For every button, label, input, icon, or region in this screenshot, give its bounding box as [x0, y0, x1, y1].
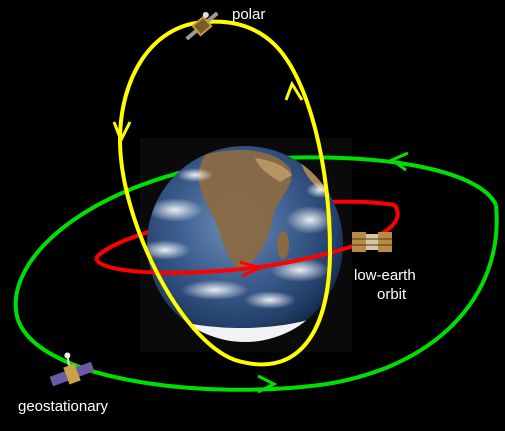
satellite-icon — [49, 352, 95, 387]
polar-orbit-arrow-up — [284, 80, 304, 101]
low-earth-label-line2: orbit — [377, 286, 407, 303]
polar-orbit-arrow-down — [112, 121, 132, 144]
geostationary-orbit-arrow-right — [257, 374, 278, 394]
low-earth-label-line1: low-earth — [354, 267, 416, 284]
polar-label: polar — [232, 6, 265, 23]
geostationary-orbit-arrow-left — [388, 151, 409, 172]
low-earth-orbit-front — [94, 203, 400, 275]
satellite-icon — [185, 11, 219, 41]
geostationary-label: geostationary — [18, 398, 109, 415]
polar-orbit — [117, 19, 333, 367]
satellite-icon — [352, 232, 392, 252]
low-earth-orbit-arrow — [239, 260, 265, 278]
geostationary-orbit-front — [16, 204, 499, 392]
